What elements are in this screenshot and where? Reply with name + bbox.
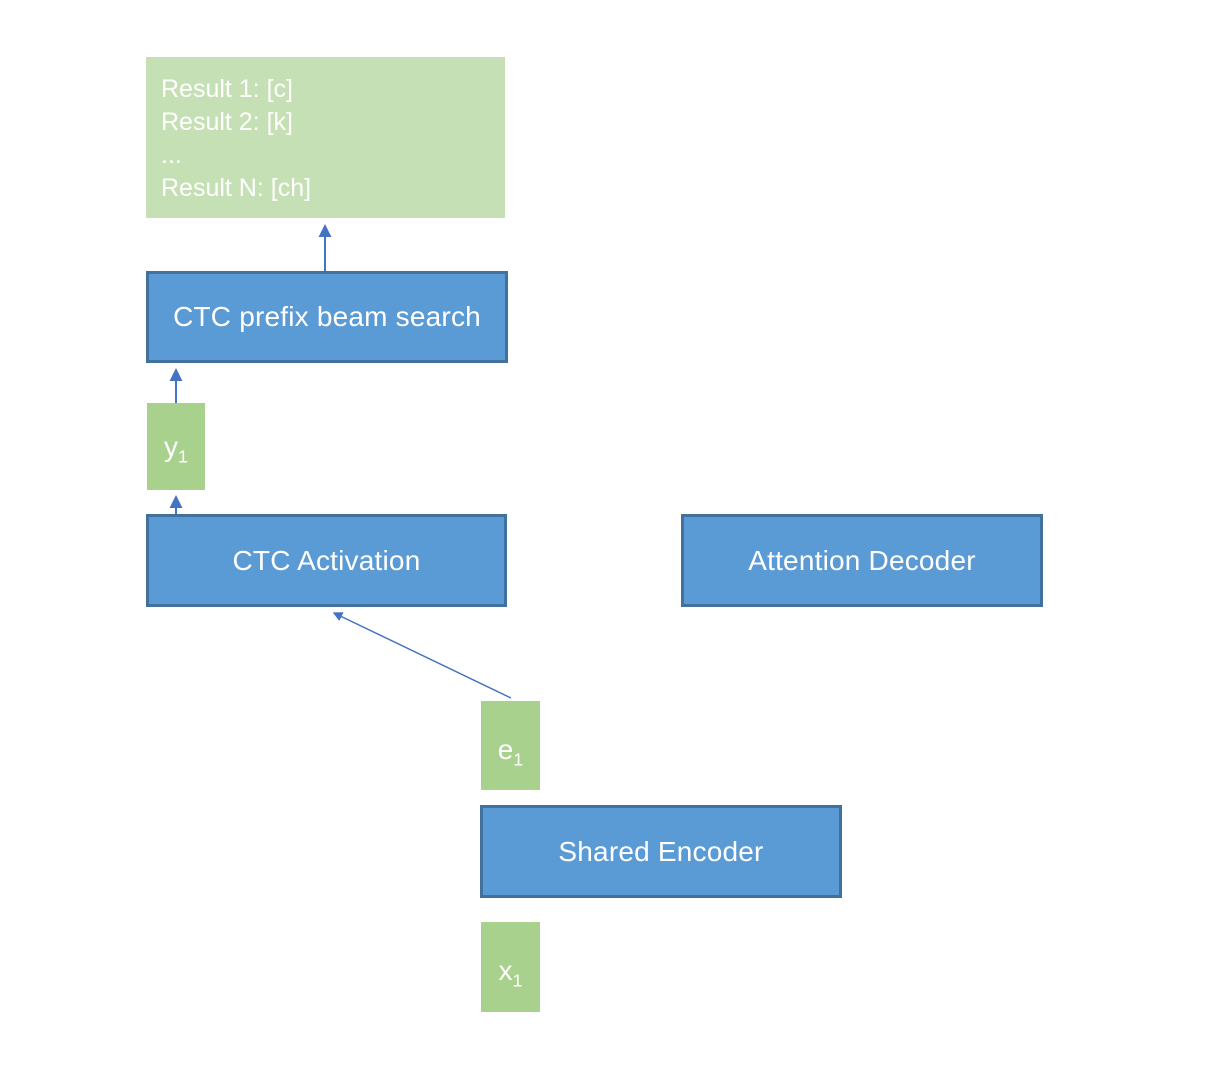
x1-box: x1 xyxy=(481,922,540,1012)
shared-encoder-box: Shared Encoder xyxy=(480,805,842,898)
results-box: Result 1: [c] Result 2: [k] ... Result N… xyxy=(146,57,505,218)
e1-label: e1 xyxy=(497,733,524,770)
result-line-2: Result 2: [k] xyxy=(161,108,293,136)
shared-encoder-label: Shared Encoder xyxy=(558,835,764,867)
ctc-activation-box: CTC Activation xyxy=(146,514,507,607)
x1-label: x1 xyxy=(498,955,523,991)
y1-box: y1 xyxy=(147,403,205,490)
ctc-prefix-beam-search-box: CTC prefix beam search xyxy=(146,271,508,363)
arrow-e1-to-ctcactivation xyxy=(332,612,512,699)
y1-label: y1 xyxy=(164,430,188,467)
attention-decoder-box: Attention Decoder xyxy=(681,514,1043,607)
ctc-activation-label: CTC Activation xyxy=(232,544,421,576)
result-line-1: Result 1: [c] xyxy=(161,75,293,103)
attention-decoder-label: Attention Decoder xyxy=(748,544,976,576)
result-line-ellipsis: ... xyxy=(161,141,182,169)
e1-box: e1 xyxy=(481,701,540,790)
ctc-prefix-beam-search-label: CTC prefix beam search xyxy=(173,301,481,332)
result-line-n: Result N: [ch] xyxy=(161,174,312,202)
